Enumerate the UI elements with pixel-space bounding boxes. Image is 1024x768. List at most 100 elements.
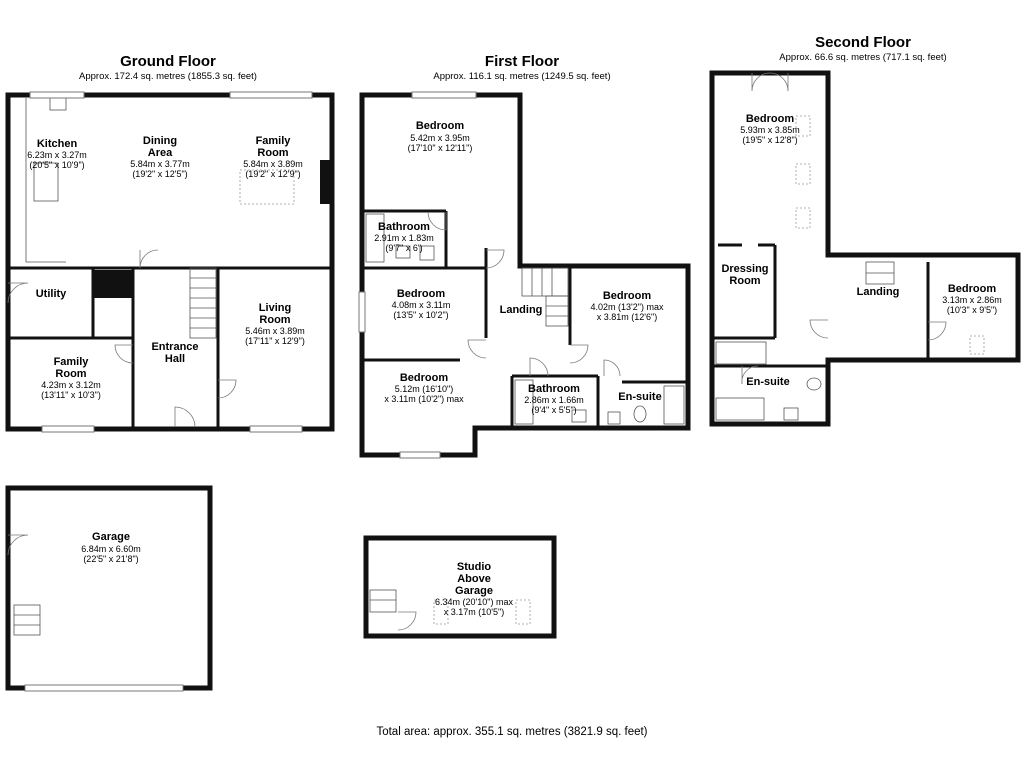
room-dimension-imperial: (20'5" x 10'9") [29,160,84,170]
rooflight [969,335,985,355]
door [569,344,589,364]
room-sf-bedroom-1: Bedroom 5.93m x 3.85m (19'5" x 12'8") [740,113,800,145]
ground-floor-stairs [189,267,217,339]
living-room-door [217,379,237,399]
shower [663,385,685,425]
door [397,611,417,631]
room-dimension-imperial: x 3.17m (10'5") [444,607,504,617]
room-name: Bathroom [528,383,580,395]
room-dimension-metric: 2.86m x 1.66m [524,395,584,405]
french-door [751,72,771,92]
room-dimension-metric: 6.34m (20'10") max [435,597,513,607]
room-name: Studio [457,561,491,573]
room-name: Bedroom [603,290,652,302]
room-name: Family [54,356,90,368]
door [467,339,487,359]
window [29,91,85,99]
fireplace [320,160,330,204]
garage-side-door [7,534,29,556]
room-name: En-suite [746,376,789,388]
room-dimension-imperial: (10'3" x 9'5") [947,305,997,315]
room-dimension-metric: 6.23m x 3.27m [27,150,87,160]
room-name: Hall [165,353,185,365]
second-floor-outer-wall [709,70,1021,427]
room-dimension-metric: 2.91m x 1.83m [374,233,434,243]
ground-floor-area: Approx. 172.4 sq. metres (1855.3 sq. fee… [79,71,257,82]
room-name: Garage [455,585,493,597]
toilet [806,377,822,391]
room-entrance-hall: Entrance Hall [151,341,198,365]
room-dimension-imperial: (22'5" x 21'8") [83,554,138,564]
room-name: Landing [857,286,900,298]
room-dimension-imperial: x 3.11m (10'2") max [384,394,464,404]
basin [783,407,799,421]
room-name: Room [729,275,760,287]
second-floor-area: Approx. 66.6 sq. metres (717.1 sq. feet) [779,52,946,63]
room-name: Area [148,147,173,159]
second-floor-title: Second Floor [815,34,911,51]
studio-stairs [369,589,397,613]
room-name: Living [259,302,291,314]
room-dimension-imperial: (9'4" x 5'5") [531,405,576,415]
front-door [174,406,196,428]
room-utility: Utility [36,288,67,300]
room-dimension-imperial: (13'5" x 10'2") [393,310,448,320]
room-dimension-imperial: (9'7" x 6') [385,243,422,253]
room-family-room-small: Family Room 4.23m x 3.12m (13'11" x 10'3… [41,356,101,400]
room-dimension-metric: 5.42m x 3.95m [410,133,470,143]
ground-floor-title: Ground Floor [120,53,216,70]
room-dimension-metric: 5.84m x 3.77m [130,159,190,169]
bath [715,397,765,421]
garage-stairs [13,604,41,636]
first-floor: First Floor Approx. 116.1 sq. metres (12… [358,53,691,459]
ground-floor-outer-wall [5,92,335,432]
door [529,357,549,377]
rooflight [795,163,811,185]
room-dimension-imperial: (17'11" x 12'9") [245,336,305,346]
garage-door [24,684,184,692]
kitchen-island [33,162,59,202]
room-name: Room [55,368,86,380]
room-name: Landing [500,304,543,316]
basin [571,409,587,423]
toilet [419,245,435,261]
room-living-room: Living Room 5.46m x 3.89m (17'11" x 12'9… [245,302,305,346]
rooflight [795,115,811,137]
basin [395,245,411,259]
room-ff-landing: Landing [500,304,543,316]
room-dimension-metric: 4.23m x 3.12m [41,380,101,390]
family-room-door [114,344,134,364]
bath [365,213,385,263]
basin [607,411,621,425]
door [927,321,947,341]
room-dimension-metric: 3.13m x 2.86m [942,295,1002,305]
window [358,291,366,333]
first-floor-area: Approx. 116.1 sq. metres (1249.5 sq. fee… [433,71,610,82]
room-name: Bedroom [746,113,795,125]
room-ff-en-suite: En-suite [618,391,661,403]
room-sf-dressing-room: Dressing Room [721,263,768,287]
room-name: Utility [36,288,67,300]
room-sf-bedroom-2: Bedroom 3.13m x 2.86m (10'3" x 9'5") [942,283,1002,315]
room-dimension-metric: 5.12m (16'10") [395,384,453,394]
window [41,425,95,433]
room-dimension-imperial: (17'10" x 12'11") [408,143,473,153]
first-floor-title: First Floor [485,53,559,70]
room-ff-bedroom-2: Bedroom 4.08m x 3.11m (13'5" x 10'2") [392,288,451,320]
room-name: Bedroom [397,288,446,300]
room-dimension-imperial: (19'5" x 12'8") [742,135,797,145]
room-dimension-metric: 4.02m (13'2") max [591,302,664,312]
room-sf-en-suite: En-suite [746,376,789,388]
door [741,365,759,385]
studio-above-garage: Studio Above Garage 6.34m (20'10") max x… [363,535,557,639]
shower [715,341,767,365]
room-dimension-metric: 5.93m x 3.85m [740,125,800,135]
room-dimension-metric: 5.84m x 3.89m [243,159,303,169]
rooflight [515,599,531,625]
room-dimension-imperial: (19'2" x 12'9") [245,169,300,179]
french-door [769,72,789,92]
room-ff-bathroom-2: Bathroom 2.86m x 1.66m (9'4" x 5'5") [524,383,584,415]
toilet [633,405,647,423]
room-name: Bathroom [378,221,430,233]
rooflight [433,599,449,625]
